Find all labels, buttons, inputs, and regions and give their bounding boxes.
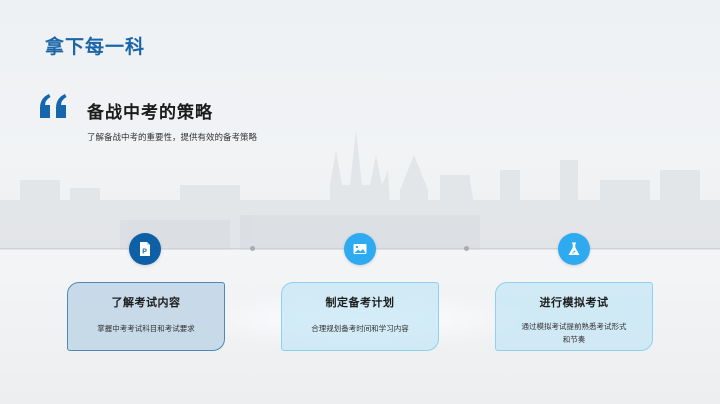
flask-icon (568, 242, 580, 255)
step-card-2[interactable]: 制定备考计划 合理规划备考时间和学习内容 (281, 282, 439, 351)
section-title: 拿下每一科 (45, 36, 146, 58)
document-p-icon: P (140, 242, 150, 256)
subheading: 了解备战中考的重要性，提供有效的备考策略 (87, 133, 258, 143)
image-icon (353, 244, 367, 254)
step-card-3[interactable]: 进行模拟考试 通过模拟考试提前熟悉考试形式和节奏 (495, 282, 653, 351)
quote-icon (40, 94, 67, 118)
card-description: 掌握中考考试科目和考试要求 (97, 324, 195, 333)
card-description: 合理规划备考时间和学习内容 (311, 324, 409, 333)
card-title: 进行模拟考试 (539, 296, 609, 309)
timeline-dot (464, 246, 469, 251)
svg-text:P: P (142, 249, 147, 256)
step-card-1[interactable]: 了解考试内容 掌握中考考试科目和考试要求 (67, 282, 225, 351)
timeline-node-3[interactable] (558, 233, 590, 265)
card-title: 了解考试内容 (111, 296, 181, 309)
city-skyline-backdrop (0, 130, 720, 250)
timeline-node-2[interactable] (344, 233, 376, 265)
card-description: 通过模拟考试提前熟悉考试形式和节奏 (521, 322, 627, 344)
timeline-dot (250, 246, 255, 251)
card-title: 制定备考计划 (325, 296, 395, 309)
timeline-node-1[interactable]: P (129, 233, 161, 265)
heading: 备战中考的策略 (87, 103, 213, 123)
